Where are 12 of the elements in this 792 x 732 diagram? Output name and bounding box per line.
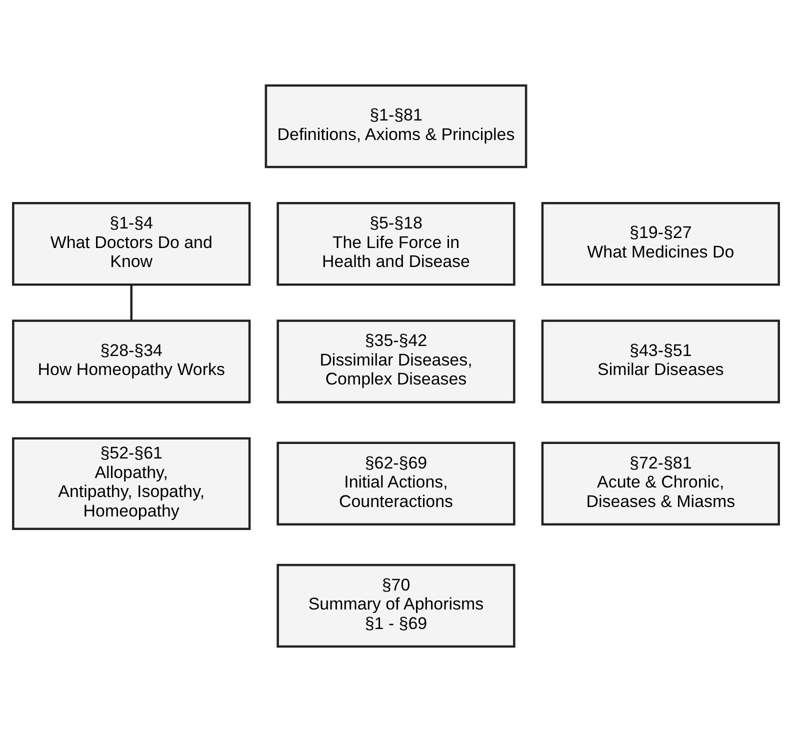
node-box: §1-§81 Definitions, Axioms & Principles: [264, 84, 528, 168]
node-box: §43-§51 Similar Diseases: [541, 320, 780, 404]
node-box: §52-§61 Allopathy, Antipathy, Isopathy, Homeopathy: [12, 437, 251, 530]
node-box: §70 Summary of Aphorisms §1 - §69: [276, 564, 516, 648]
node-box: §62-§69 Initial Actions, Counteractions: [276, 442, 516, 526]
node-box: §35-§42 Dissimilar Diseases, Complex Diseases: [276, 320, 516, 404]
node-box: §1-§4 What Doctors Do and Know: [12, 202, 251, 286]
node-box: §19-§27 What Medicines Do: [541, 202, 780, 286]
node-box: §5-§18 The Life Force in Health and Disease: [276, 202, 516, 286]
node-box: §72-§81 Acute & Chronic, Diseases & Miasms: [541, 442, 780, 526]
connector: [130, 284, 132, 321]
node-box: §28-§34 How Homeopathy Works: [12, 320, 251, 404]
